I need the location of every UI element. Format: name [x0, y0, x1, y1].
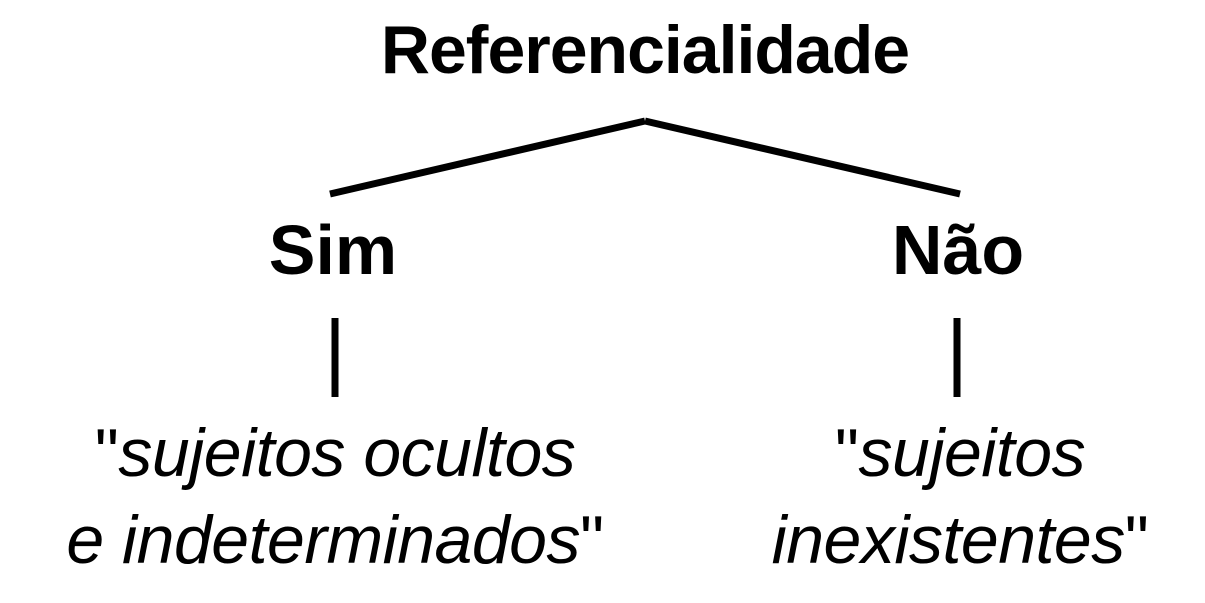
leaf-sim-text2: e indeterminados	[66, 502, 580, 578]
leaf-sim-line1: "sujeitos ocultos	[0, 410, 670, 497]
leaf-nao-text1: sujeitos	[858, 415, 1086, 491]
branch-node-sim: Sim	[268, 211, 398, 289]
edge-root-to-sim	[329, 117, 646, 198]
leaf-node-sim: "sujeitos ocultos e indeterminados"	[0, 410, 670, 584]
close-quote: "	[1124, 502, 1149, 578]
leaf-nao-line2: inexistentes"	[720, 497, 1200, 584]
open-quote: "	[94, 415, 119, 491]
open-quote: "	[834, 415, 859, 491]
branch-node-nao: Não	[891, 211, 1025, 289]
leaf-sim-line2: e indeterminados"	[0, 497, 670, 584]
close-quote: "	[580, 502, 604, 578]
root-node-label: Referencialidade	[380, 12, 910, 88]
leaf-nao-text2: inexistentes	[771, 502, 1126, 578]
leaf-sim-text1: sujeitos ocultos	[118, 415, 576, 491]
leaf-node-nao: "sujeitos inexistentes"	[720, 410, 1200, 584]
edge-root-to-nao	[644, 117, 961, 198]
leaf-nao-line1: "sujeitos	[720, 410, 1200, 497]
